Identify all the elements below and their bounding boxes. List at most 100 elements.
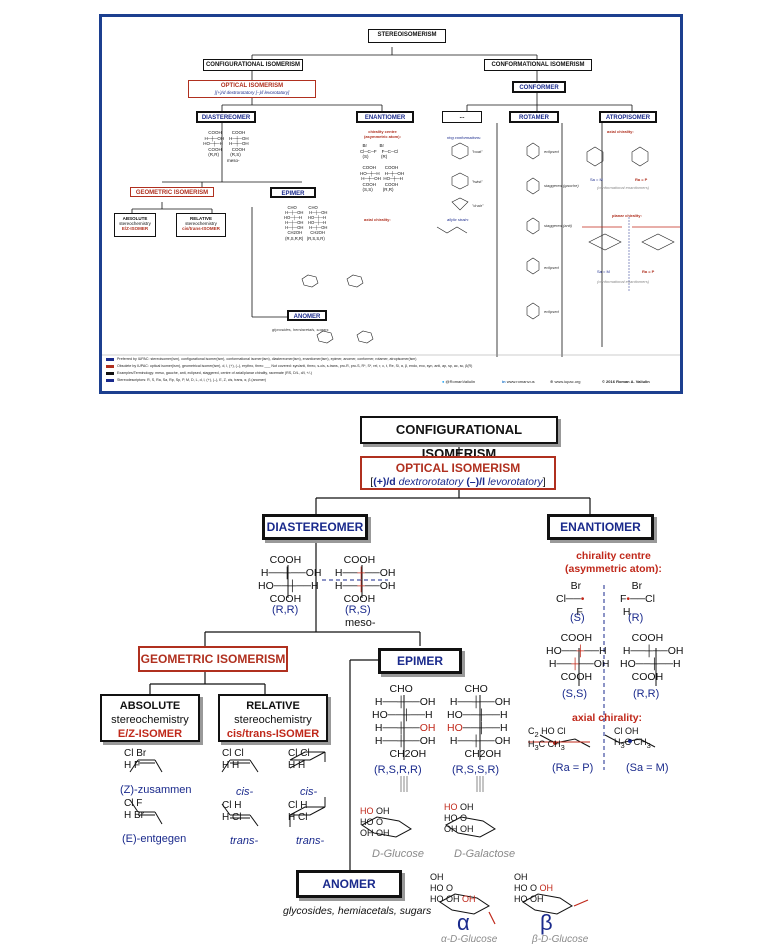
overview-conf-enantiomers-2: (conformational enantiomers) <box>597 279 650 284</box>
overview-twist: "twist" <box>472 179 483 184</box>
beta-symbol: β <box>540 910 553 935</box>
configurational-isomerism-box: CONFIGURATIONAL ISOMERISM <box>360 416 558 461</box>
enantiomer-s-structure: Br Cl──• F <box>556 580 585 618</box>
overview-diastereomer-label: DIASTEREOMER <box>201 115 251 121</box>
enantiomer-rr-label: (R,R) <box>633 688 660 700</box>
absolute-ez-label: E/Z-ISOMER <box>117 728 183 740</box>
legend-text-1: Preferred by IUPAC: stereoisomer(ism), c… <box>117 357 417 361</box>
overview-anomer-box: ANOMER <box>287 310 327 321</box>
overview-relative-sub: stereochemistry <box>185 221 217 227</box>
trans-label-2: trans- <box>296 835 325 847</box>
legend-text-4: Stereodescriptors: R, S, Ra, Sa, Rp, Sp,… <box>117 378 266 382</box>
optical-isomerism-box: OPTICAL ISOMERISM [(+)/d dextrorotatory … <box>360 456 556 490</box>
footer-copyright: © 2016 Roman A. Valiulin <box>602 379 650 384</box>
alpha-symbol: α <box>457 910 470 935</box>
footer-twitter[interactable]: ● @RomanValiulin <box>442 379 475 384</box>
overview-geometric-box: GEOMETRIC ISOMERISM <box>130 187 214 197</box>
anomer-box: ANOMER <box>296 870 402 898</box>
overview-atropisomer-box: ATROPISOMER <box>599 111 657 123</box>
chirality-centre-line1: chirality centre <box>576 550 651 562</box>
overview-conformer-box: CONFORMER <box>512 81 566 93</box>
chirality-centre-heading: chirality centre(asymmetric atom): <box>565 550 662 575</box>
enantiomer-r-label: (R) <box>628 612 644 624</box>
trans-label-1: trans- <box>230 835 259 847</box>
overview-allylic-strain: allylic strain: <box>447 217 469 222</box>
glucose-fischer-structure: CHO H──┼──OH HO──┼──H H──┼──OH H──┼──OH … <box>372 683 436 760</box>
axial-chirality-heading: axial chirality: <box>572 712 643 724</box>
overview-staggered-anti: staggered (anti) <box>544 223 573 228</box>
diastereomer-rr-structure: COOH H──┼──OH HO──┼──H COOH <box>258 554 322 605</box>
diastereomer-box: DIASTEREOMER <box>262 514 368 540</box>
alpha-d-glucose-label: α-D-Glucose <box>441 934 498 945</box>
d-glucose-label: D-Glucose <box>372 848 424 860</box>
overview-enantiomer-structures: Br Br Cl─C─F F─C─Cl (S) (R) COOH COOH HO… <box>360 143 405 192</box>
relative-ct-label: cis/trans-ISOMER <box>226 728 320 740</box>
overview-conformational-box: CONFORMATIONAL ISOMERISM <box>484 59 592 71</box>
overview-stereoisomerism-box: STEREOISOMERISM <box>368 29 446 43</box>
galactose-descriptor: (R,S,S,R) <box>452 764 500 776</box>
e-entgegen-label: (E)-entgegen <box>122 833 187 845</box>
beta-d-glucose-label: β-D-Glucose <box>532 934 589 945</box>
overview-eclipsed-2: eclipsed <box>544 265 559 270</box>
overview-chirality-centre-line2: (asymmetric atom): <box>364 134 401 140</box>
geometric-isomerism-label: GEOMETRIC ISOMERISM <box>140 652 286 666</box>
allene-m-label: (Sa = M) <box>626 762 669 774</box>
overview-epimer-structures: CHO CHO H─┼─OH H─┼─OH HO─┼─H HO─┼─H H─┼─… <box>284 205 328 241</box>
enantiomer-ss-structure: COOH HO──┼──H H──┼──OH COOH <box>546 632 610 683</box>
overview-stereoisomerism-label: STEREOISOMERISM <box>377 32 437 38</box>
footer-web[interactable]: ⊕ www.iupac.org <box>550 379 581 384</box>
chirality-centre-line2: (asymmetric atom): <box>565 562 662 575</box>
optical-isomerism-label: OPTICAL ISOMERISM <box>395 461 521 475</box>
overview-eclipsed-1: eclipsed <box>544 149 559 154</box>
epimer-label: EPIMER <box>396 654 443 668</box>
meso-label: meso- <box>345 617 376 629</box>
overview-ra-p-2: Ra = P <box>642 269 655 274</box>
diastereomer-label: DIASTEREOMER <box>266 520 364 534</box>
relative-label: RELATIVE <box>246 700 300 712</box>
overview-relative-label: RELATIVE <box>190 216 212 221</box>
enantiomer-label: ENANTIOMER <box>560 520 641 534</box>
overview-conformer-label: CONFORMER <box>519 85 559 91</box>
optical-isomerism-sub: [(+)/d dextrorotatory (–)/l levorotatory… <box>370 476 546 488</box>
overview-atrop-axial-chirality: axial chirality: <box>607 129 634 134</box>
globe-icon: ⊕ <box>550 379 554 384</box>
glucose-descriptor: (R,S,R,R) <box>374 764 422 776</box>
d-galactose-label: D-Galactose <box>454 848 516 860</box>
overview-sa-m: Sa = M <box>590 177 603 182</box>
overview-configurational-label: CONFIGURATIONAL ISOMERISM <box>205 62 301 68</box>
overview-diastereomer-box: DIASTEREOMER <box>196 111 256 123</box>
overview-enantiomer-box: ENANTIOMER <box>356 111 414 123</box>
cis-label-1: cis- <box>236 786 254 798</box>
overview-ring-conformations: ring conformations: <box>447 135 482 140</box>
overview-atropisomer-label: ATROPISOMER <box>605 115 651 121</box>
relative-stereochemistry-box: RELATIVE stereochemistry cis/trans-ISOME… <box>218 694 328 742</box>
overview-anomer-sub: glycosides, hemiacetals, sugars <box>272 327 329 332</box>
enantiomer-r-structure: Br F•──Cl H <box>620 580 655 618</box>
overview-configurational-box: CONFIGURATIONAL ISOMERISM <box>203 59 303 71</box>
enantiomer-ss-label: (S,S) <box>562 688 588 700</box>
legend-row-4: Stereodescriptors: R, S, Ra, Sa, Rp, Sp,… <box>106 378 266 382</box>
footer-linkedin[interactable]: in www.romanv.us <box>502 379 535 384</box>
enantiomer-box: ENANTIOMER <box>547 514 654 540</box>
z-zusammen-label: (Z)-zusammen <box>120 784 192 796</box>
overview-ellipsis-label: ... <box>459 114 465 120</box>
anomer-sub-label: glycosides, hemiacetals, sugars <box>283 905 432 917</box>
relative-sub: stereochemistry <box>234 714 312 726</box>
absolute-label: ABSOLUTE <box>119 700 181 712</box>
footer-linkedin-label: www.romanv.us <box>506 379 535 384</box>
overview-sa-m-2: Sa = M <box>597 269 610 274</box>
diastereomer-rs-structure: COOH H──┼──OH H──┼──OH COOH <box>334 554 396 605</box>
overview-conf-enantiomers-1: (conformational enantiomers) <box>597 185 650 190</box>
overview-absolute-ez: E/Z-ISOMER <box>121 226 149 232</box>
overview-axial-chirality: axial chirality: <box>364 217 391 222</box>
overview-geometric-label: GEOMETRIC ISOMERISM <box>135 190 209 196</box>
legend-row-1: Preferred by IUPAC: stereoisomer(ism), c… <box>106 357 417 361</box>
overview-anomer-label: ANOMER <box>293 314 321 320</box>
